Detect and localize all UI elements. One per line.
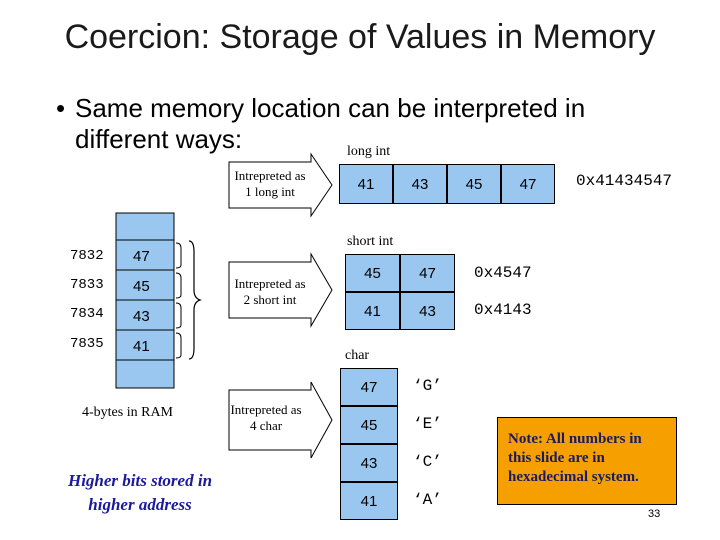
arrow-char-label-line1: Intrepreted as: [230, 402, 302, 417]
arrow-long-label-line2: 1 long int: [245, 184, 295, 199]
long-byte-cell: 47: [501, 164, 555, 204]
ram-caption: 4-bytes in RAM: [82, 405, 173, 420]
long-byte-cell: 45: [447, 164, 501, 204]
arrow-long-label-line1: Intrepreted as: [234, 168, 306, 183]
char-byte-cell: 41: [340, 482, 398, 520]
char-byte-cell: 45: [340, 406, 398, 444]
long-byte-cell: 43: [393, 164, 447, 204]
long-byte-cell: 41: [339, 164, 393, 204]
short-byte-cell: 45: [345, 254, 400, 292]
note-line-2: this slide are in: [508, 450, 605, 466]
arrow-char: [228, 381, 333, 459]
arrow-char-label-line2: 4 char: [249, 418, 283, 433]
short-byte-cell: 47: [400, 254, 455, 292]
higher-address-note: Higher bits stored in higher address: [40, 469, 240, 517]
char-value: ‘G’: [413, 377, 442, 395]
slide-title: Coercion: Storage of Values in Memory: [64, 18, 656, 56]
arrow-short-label: Intrepreted as 2 short int: [228, 276, 312, 308]
long-hex-value: 0x41434547: [576, 172, 673, 190]
short-hex-value-2: 0x4143: [474, 301, 532, 319]
char-label: char: [345, 348, 370, 363]
higher-note-line-2: higher address: [88, 495, 192, 514]
hexadecimal-note: Note: All numbers in this slide are in h…: [497, 417, 677, 505]
arrow-long: [228, 152, 333, 218]
ram-address: 7833: [70, 277, 104, 293]
arrow-short-label-line1: Intrepreted as: [234, 276, 306, 291]
bullet-marker: •: [56, 93, 66, 123]
ram-value: 43: [133, 308, 150, 325]
arrow-long-label: Intrepreted as 1 long int: [228, 168, 312, 200]
long-int-label: long int: [347, 144, 391, 159]
ram-value: 47: [133, 248, 150, 265]
short-hex-value-1: 0x4547: [474, 264, 532, 282]
bullet-line-1: Same memory location can be interpreted …: [75, 93, 586, 123]
higher-note-line-1: Higher bits stored in: [67, 471, 213, 490]
short-int-label: short int: [347, 234, 394, 249]
page-number: 33: [648, 508, 661, 520]
ram-value: 41: [133, 338, 150, 355]
ram-address: 7834: [70, 306, 104, 322]
short-byte-cell: 41: [345, 292, 400, 330]
ram-address: 7832: [70, 248, 104, 264]
bullet-line-2: different ways:: [75, 124, 243, 154]
ram-address: 7835: [70, 336, 104, 352]
note-line-1: Note: All numbers in: [508, 431, 642, 447]
char-byte-cell: 47: [340, 368, 398, 406]
char-value: ‘A’: [413, 491, 442, 509]
char-value: ‘C’: [413, 453, 442, 471]
arrow-short-label-line2: 2 short int: [243, 292, 297, 307]
group-brace: [188, 240, 202, 360]
char-byte-cell: 43: [340, 444, 398, 482]
arrow-short: [228, 252, 333, 328]
char-value: ‘E’: [413, 415, 442, 433]
short-byte-cell: 43: [400, 292, 455, 330]
arrow-char-label: Intrepreted as 4 char: [224, 402, 308, 434]
bullet-text: Same memory location can be interpreted …: [75, 93, 635, 155]
ram-value: 45: [133, 278, 150, 295]
note-line-3: hexadecimal system.: [508, 469, 639, 485]
